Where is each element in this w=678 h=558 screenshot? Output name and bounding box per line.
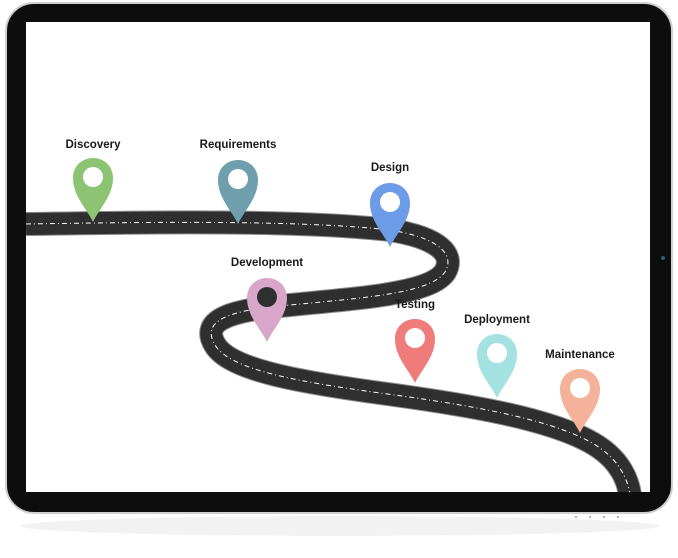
pin-center-dot — [257, 287, 277, 307]
map-pin-icon — [477, 334, 517, 398]
map-pin-icon — [73, 158, 113, 222]
milestone-maintenance: Maintenance — [545, 349, 615, 433]
map-pin-icon — [560, 369, 600, 433]
milestone-label: Development — [231, 257, 303, 269]
pin-center-dot — [380, 192, 400, 212]
pin-center-dot — [570, 378, 590, 398]
milestone-design: Design — [370, 162, 410, 247]
pin-center-dot — [405, 328, 425, 348]
milestone-label: Testing — [395, 299, 435, 311]
device-shadow — [20, 516, 660, 536]
camera-dot — [661, 256, 665, 260]
milestone-deployment: Deployment — [464, 314, 530, 398]
milestone-label: Discovery — [66, 139, 122, 151]
map-pin-icon — [395, 319, 435, 383]
milestone-development: Development — [231, 257, 303, 342]
map-pin-icon — [370, 183, 410, 247]
pin-center-dot — [487, 343, 507, 363]
pin-center-dot — [228, 169, 248, 189]
milestone-label: Deployment — [464, 314, 530, 326]
map-pin-icon — [247, 278, 287, 342]
milestone-testing: Testing — [395, 299, 435, 383]
milestone-discovery: Discovery — [66, 139, 122, 222]
milestone-label: Requirements — [200, 139, 277, 151]
milestone-pins: Discovery RequirementsDesignDevelopmentTe… — [66, 139, 615, 433]
pin-center-dot — [83, 167, 103, 187]
milestone-label: Design — [371, 162, 409, 174]
bottom-speaker — [575, 516, 619, 518]
road-center-line — [26, 221, 630, 492]
milestone-label: Maintenance — [545, 349, 615, 361]
map-pin-icon — [218, 160, 258, 224]
milestone-requirements: Requirements — [200, 139, 277, 224]
